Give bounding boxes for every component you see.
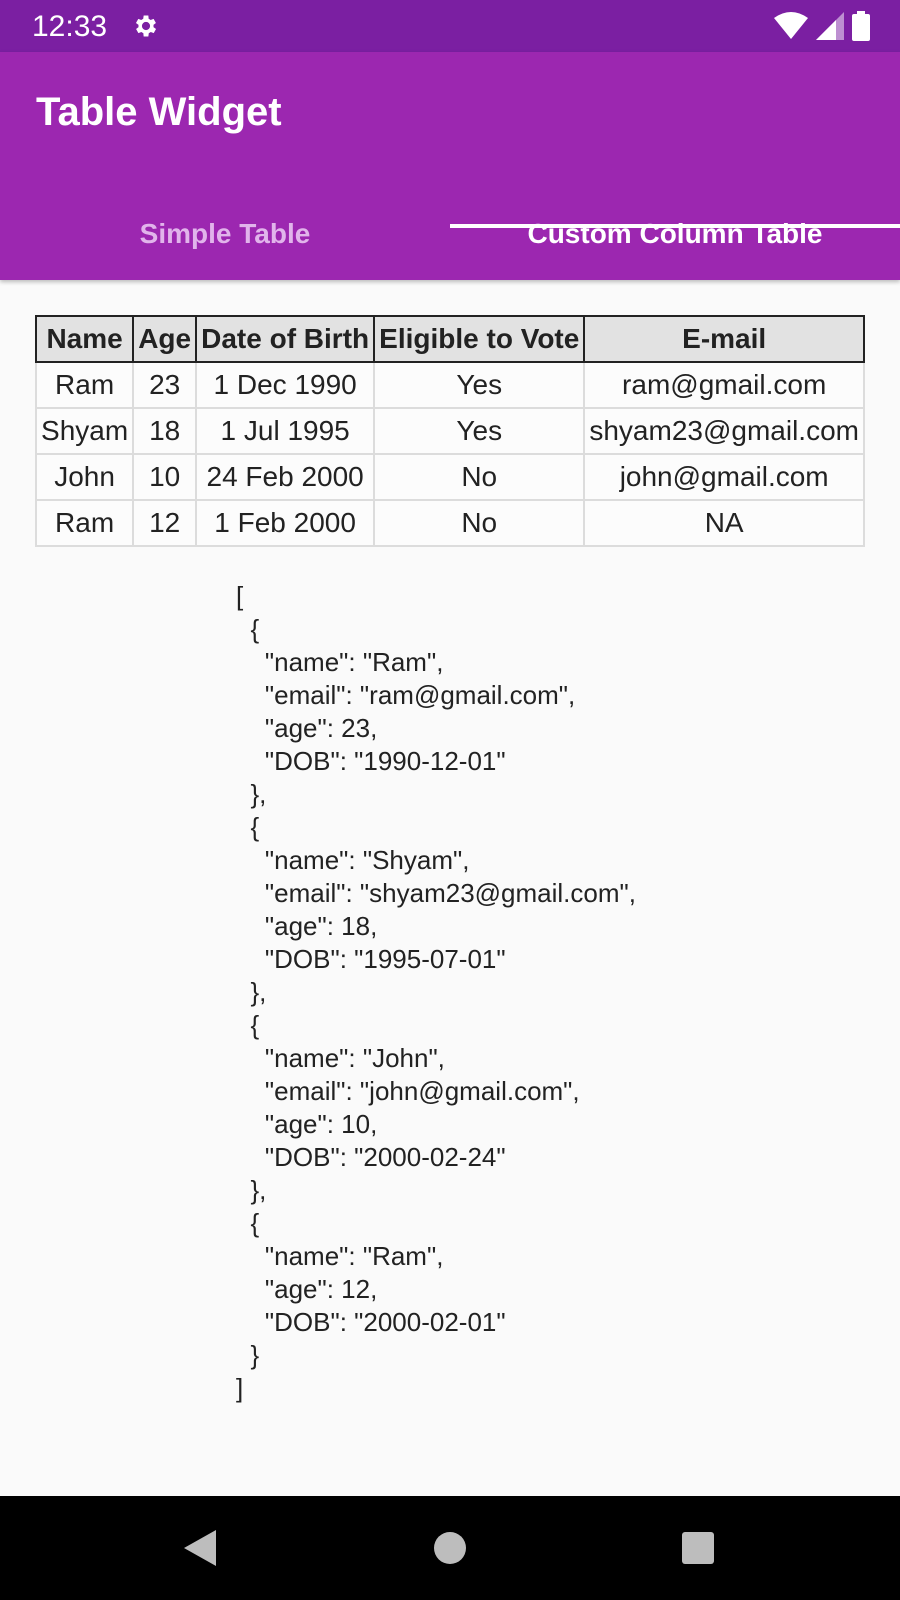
back-icon xyxy=(184,1530,216,1566)
column-header-age: Age xyxy=(132,315,198,363)
table-row: Shyam 18 1 Jul 1995 Yes shyam23@gmail.co… xyxy=(35,407,865,455)
nav-back-button[interactable] xyxy=(172,1520,228,1576)
table-cell: 1 Feb 2000 xyxy=(195,499,376,547)
tab-custom-column-table[interactable]: Custom Column Table xyxy=(527,218,823,249)
table-cell: No xyxy=(373,453,586,501)
table-cell: 23 xyxy=(132,361,198,409)
status-time: 12:33 xyxy=(32,10,108,43)
table-cell: Yes xyxy=(373,407,586,455)
column-header-name: Name xyxy=(35,315,135,363)
table-cell: Ram xyxy=(35,361,135,409)
recents-icon xyxy=(682,1532,714,1564)
table-row: Ram 12 1 Feb 2000 No NA xyxy=(35,499,865,547)
nav-home-button[interactable] xyxy=(422,1520,478,1576)
table-cell: 12 xyxy=(132,499,198,547)
column-header-email: E-mail xyxy=(583,315,865,363)
table-cell: Shyam xyxy=(35,407,135,455)
home-icon xyxy=(434,1532,466,1564)
table-cell: 18 xyxy=(132,407,198,455)
data-table-container[interactable]: Name Age Date of Birth Eligible to Vote … xyxy=(35,315,865,547)
table-cell: 24 Feb 2000 xyxy=(195,453,376,501)
table-cell: 1 Jul 1995 xyxy=(195,407,376,455)
page-title: Table Widget xyxy=(36,90,282,134)
table-cell: NA xyxy=(583,499,865,547)
battery-icon xyxy=(852,11,870,41)
system-nav-bar xyxy=(0,1496,900,1600)
table-cell: John xyxy=(35,453,135,501)
wifi-icon xyxy=(774,12,808,39)
table-cell: 10 xyxy=(132,453,198,501)
data-table: Name Age Date of Birth Eligible to Vote … xyxy=(35,315,865,547)
gear-icon xyxy=(135,15,157,37)
tab-indicator xyxy=(450,224,900,228)
nav-recents-button[interactable] xyxy=(670,1520,726,1576)
app-bar: Table Widget Simple Table Custom Column … xyxy=(0,52,900,280)
signal-icon xyxy=(816,12,844,40)
status-icons xyxy=(774,10,870,42)
table-row: John 10 24 Feb 2000 No john@gmail.com xyxy=(35,453,865,501)
json-output-text: [ { "name": "Ram", "email": "ram@gmail.c… xyxy=(236,581,636,1403)
table-cell: john@gmail.com xyxy=(583,453,865,501)
table-cell: Yes xyxy=(373,361,586,409)
column-header-dob: Date of Birth xyxy=(195,315,376,363)
table-cell: ram@gmail.com xyxy=(583,361,865,409)
column-header-eligible: Eligible to Vote xyxy=(373,315,586,363)
table-row: Ram 23 1 Dec 1990 Yes ram@gmail.com xyxy=(35,361,865,409)
table-header-row: Name Age Date of Birth Eligible to Vote … xyxy=(35,315,865,363)
tab-simple-table[interactable]: Simple Table xyxy=(139,218,311,249)
table-cell: 1 Dec 1990 xyxy=(195,361,376,409)
tab-bar: Simple Table Custom Column Table xyxy=(0,192,900,276)
table-cell: Ram xyxy=(35,499,135,547)
table-cell: shyam23@gmail.com xyxy=(583,407,865,455)
status-bar: 12:33 xyxy=(0,0,900,52)
table-cell: No xyxy=(373,499,586,547)
